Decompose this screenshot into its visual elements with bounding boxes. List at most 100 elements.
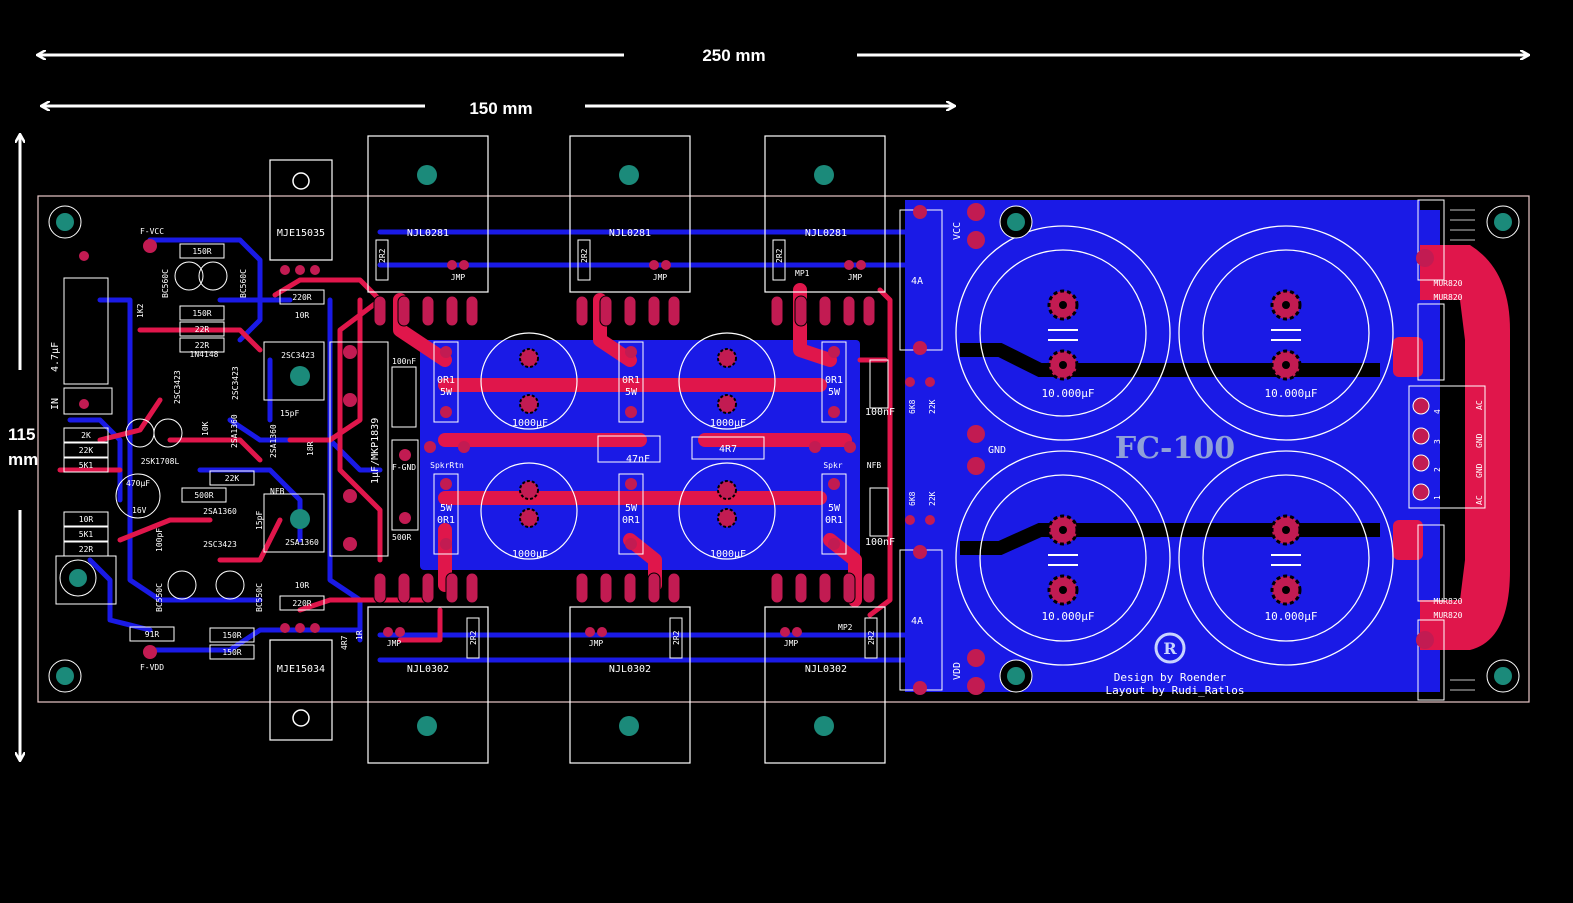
c15pf-label-2: 15pF	[255, 511, 264, 530]
jmp-label-4: JMP	[387, 639, 402, 648]
driver-bot-label: MJE15034	[277, 664, 325, 675]
big-cap-1-label: 10.000µF	[1042, 387, 1095, 400]
inner-width-dimension-label: 150 mm	[469, 99, 532, 118]
vdd-label: VDD	[952, 662, 963, 680]
big-cap-3-label: 10.000µF	[1042, 610, 1095, 623]
r22k-label: 22K	[79, 446, 94, 455]
r22k-b-label: 22K	[225, 474, 240, 483]
f-vdd-label: F-VDD	[140, 663, 164, 672]
c16v-label: 16V	[132, 506, 147, 515]
r18r-label: 18R	[306, 441, 315, 456]
c100nf-top-outline	[869, 359, 889, 409]
input-cap-outline	[59, 277, 161, 597]
misc-pads	[79, 203, 1434, 695]
c470u-label: 470µF	[126, 479, 150, 488]
dimension-arrows: 250 mm 150 mm 115 mm	[8, 46, 1528, 760]
r10r-label-1: 10R	[79, 515, 94, 524]
heatsink-fins	[1450, 209, 1475, 691]
r2k-label: 2K	[81, 431, 91, 440]
r5w-label-4: 5W	[440, 503, 453, 514]
q-bc560c-label-2: BC560C	[239, 269, 248, 298]
d-1n4148-label: 1N4148	[190, 350, 219, 359]
jmp-label-6: JMP	[784, 639, 799, 648]
psu-red-rails	[1393, 245, 1510, 650]
ac-connector-outline	[1408, 385, 1486, 509]
r0r1-label-5: 0R1	[622, 515, 640, 526]
r91r-label: 91R	[145, 630, 160, 639]
zobel-resistor-outline	[691, 436, 765, 460]
mid-cap-1-label: 1000µF	[512, 418, 548, 429]
f-gnd-label: F-GND	[392, 463, 416, 472]
layout-credit: Layout by Rudi_Ratlos	[1105, 684, 1244, 697]
c47nf-label: 47nF	[626, 454, 650, 465]
mid-cap-4-label: 1000µF	[710, 549, 746, 560]
fuse-bot-label: 4A	[911, 616, 923, 627]
ac-connector-screws	[1412, 397, 1430, 501]
r2r2-label-6: 2R2	[867, 630, 876, 645]
q-top-mid-label: NJL0281	[609, 228, 651, 239]
fgnd-fuse-outline	[391, 439, 419, 531]
output-transistor-outlines	[367, 135, 886, 764]
r2r2-label-3: 2R2	[775, 248, 784, 263]
driver-outlines	[269, 159, 333, 741]
r10r-label-2: 10R	[295, 311, 310, 320]
q-bot-left-label: NJL0302	[407, 664, 449, 675]
height-dimension-unit: mm	[8, 450, 38, 469]
r5w-label-6: 5W	[828, 503, 841, 514]
jumper-pads	[383, 260, 866, 637]
r5w-label-2: 5W	[625, 387, 638, 398]
c100nf-top-label: 100nF	[865, 407, 895, 418]
pin-4-label: 4	[1433, 409, 1442, 414]
jmp-label-3: JMP	[848, 273, 863, 282]
ac-label-bot: AC	[1475, 495, 1484, 505]
q-2sc3423-label-3: 2SC3423	[231, 366, 240, 400]
c100nf-left-outline	[391, 366, 417, 428]
power-resistor-pads	[440, 346, 840, 550]
mid-capacitor-pads	[519, 348, 737, 528]
mur820-1-label: MUR820	[1434, 279, 1463, 288]
c15pf-label-1: 15pF	[280, 409, 299, 418]
big-cap-4-label: 10.000µF	[1265, 610, 1318, 623]
r2r2-label-2: 2R2	[580, 248, 589, 263]
svg-text:R: R	[1163, 639, 1177, 658]
r2r2-label-4: 2R2	[469, 630, 478, 645]
pin-3-label: 3	[1433, 439, 1442, 444]
designer-logo: R	[1154, 632, 1186, 664]
q-bot-mid-label: NJL0302	[609, 664, 651, 675]
mkp-cap-outline	[329, 341, 389, 557]
pin-1-label: 1	[1433, 495, 1442, 500]
r22r-label-2: 22R	[195, 341, 210, 350]
r150r-label-4: 150R	[222, 648, 241, 657]
r0r1-label-3: 0R1	[825, 375, 843, 386]
r500r-b-label: 500R	[194, 491, 213, 500]
mur820-2-label: MUR820	[1434, 293, 1463, 302]
c100nf-left-label: 100nF	[392, 357, 416, 366]
r5w-label-5: 5W	[625, 503, 638, 514]
r10r-label-3: 10R	[295, 581, 310, 590]
fuse-top-label: 4A	[911, 276, 923, 287]
q-2sa1360-label-3: 2SA1360	[230, 414, 239, 448]
jmp-label-1: JMP	[451, 273, 466, 282]
board-outline	[37, 195, 1530, 703]
q-2sa1360-label-4: 2SA1360	[269, 424, 278, 458]
c100nf-bot-label: 100nF	[865, 537, 895, 548]
q-bc550c-label-1: BC550C	[155, 583, 164, 612]
r1r-label: 1R	[355, 630, 364, 640]
width-dimension-label: 250 mm	[702, 46, 765, 65]
jmp-label-2: JMP	[653, 273, 668, 282]
mid-capacitors	[480, 332, 776, 560]
height-dimension-value: 115	[8, 425, 35, 444]
mounting-holes	[48, 205, 1520, 693]
nfb-label-left: NFB	[270, 487, 285, 496]
mur820-4-label: MUR820	[1434, 611, 1463, 620]
r6k8-bot-label: 6K8	[908, 491, 917, 506]
zobel-cap-outline	[597, 435, 661, 463]
r150r-label-1: 150R	[192, 247, 211, 256]
r1k2-label: 1K2	[136, 303, 145, 318]
r10k-label: 10K	[201, 421, 210, 436]
r6k8-top-label: 6K8	[908, 399, 917, 414]
big-cap-2-label: 10.000µF	[1265, 387, 1318, 400]
mp2-label: MP2	[838, 623, 853, 632]
f-vcc-label: F-VCC	[140, 227, 164, 236]
